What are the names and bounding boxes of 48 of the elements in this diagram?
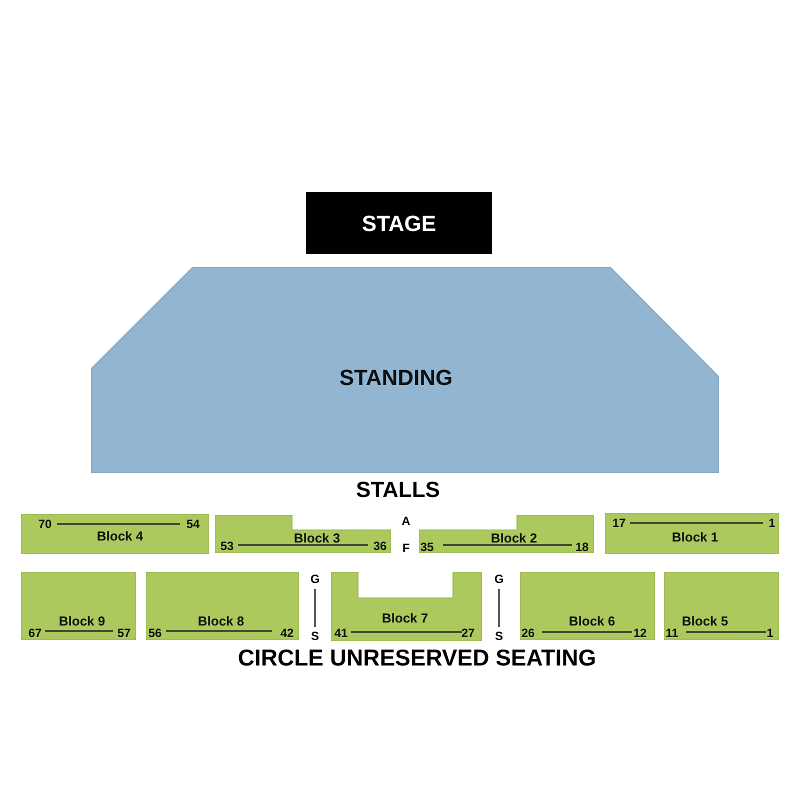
aisle-letter: G bbox=[494, 573, 504, 585]
seat-number: 1 bbox=[766, 627, 774, 639]
seating-block bbox=[21, 572, 136, 640]
seat-number: 18 bbox=[575, 541, 589, 553]
seating-block bbox=[146, 572, 299, 640]
seating-block bbox=[331, 572, 482, 641]
seat-number: 11 bbox=[666, 627, 678, 639]
seat-number: 1 bbox=[768, 517, 776, 529]
seat-number: 26 bbox=[521, 627, 535, 639]
seat-number: 27 bbox=[461, 627, 475, 639]
seat-number: 70 bbox=[38, 518, 52, 530]
seat-number: 12 bbox=[633, 627, 647, 639]
seating-block bbox=[21, 514, 209, 554]
aisle-letter: F bbox=[402, 542, 410, 554]
seating-block bbox=[664, 572, 779, 640]
section-heading: CIRCLE UNRESERVED SEATING bbox=[238, 646, 596, 670]
block-label: Block 7 bbox=[382, 612, 428, 624]
aisle-letter: S bbox=[495, 630, 503, 642]
block-label: Block 8 bbox=[198, 614, 244, 628]
area-label: STAGE bbox=[362, 213, 436, 235]
block-label: Block 2 bbox=[490, 532, 538, 544]
block-label: Block 1 bbox=[672, 530, 718, 544]
seat-number: 56 bbox=[148, 627, 162, 639]
seat-number: 42 bbox=[280, 627, 294, 639]
seating-block bbox=[419, 515, 594, 553]
area-label: STANDING bbox=[339, 367, 453, 389]
seat-number: 53 bbox=[220, 540, 234, 552]
section-heading: STALLS bbox=[356, 479, 440, 501]
block-label: Block 4 bbox=[96, 530, 144, 542]
block-label: Block 3 bbox=[294, 532, 340, 544]
aisle-letter: G bbox=[310, 573, 320, 585]
block-label: Block 5 bbox=[682, 614, 728, 628]
block-label: Block 9 bbox=[58, 614, 106, 628]
seat-number: 67 bbox=[28, 627, 42, 639]
block-label: Block 6 bbox=[568, 614, 616, 628]
seating-block bbox=[215, 515, 391, 553]
seat-number: 17 bbox=[612, 517, 626, 529]
seating-block bbox=[605, 513, 779, 554]
standing-area bbox=[91, 267, 719, 473]
seat-number: 57 bbox=[117, 627, 131, 639]
aisle-letter: S bbox=[311, 630, 319, 642]
seat-number: 41 bbox=[334, 627, 348, 639]
aisle-letter: A bbox=[402, 515, 410, 527]
stage-area bbox=[306, 192, 492, 254]
seating-block bbox=[520, 572, 655, 640]
seat-number: 54 bbox=[186, 518, 200, 530]
seat-number: 35 bbox=[420, 541, 434, 553]
seat-number: 36 bbox=[373, 540, 387, 552]
